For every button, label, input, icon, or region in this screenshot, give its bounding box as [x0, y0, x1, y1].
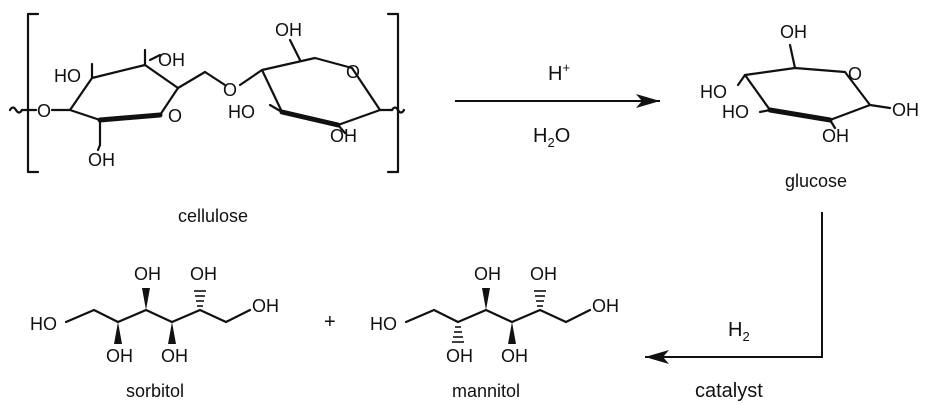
arrow-head	[645, 350, 669, 364]
hydroxyl-oh: OH	[106, 346, 133, 366]
hydroxyl-oh: OH	[446, 346, 473, 366]
hydrogen-reagent: H2	[728, 319, 750, 344]
hydroxyl-oh: OH	[88, 150, 115, 170]
glycosidic-oxygen: O	[223, 80, 237, 100]
hydroxyl-oh: OH	[134, 264, 161, 284]
wedge-bond	[114, 322, 122, 344]
arrow-head	[636, 94, 660, 108]
acid-reagent: H+	[548, 60, 570, 85]
wedge-bond	[482, 288, 490, 310]
hydroxyl-oh: OH	[822, 126, 849, 146]
hydroxyl-oh: OH	[190, 264, 217, 284]
carbon-chain	[404, 308, 592, 324]
wedge-bond	[168, 322, 176, 344]
hydroxyl-ho: HO	[370, 314, 397, 334]
hydrolysis-arrow	[455, 94, 660, 108]
plus-sign: +	[324, 311, 336, 333]
hydrogenation-arrow	[645, 212, 823, 364]
ring-2	[260, 56, 382, 127]
hydroxyl-oh: OH	[474, 264, 501, 284]
right-bracket	[386, 12, 400, 174]
wavy-bond-left	[8, 106, 24, 114]
wavy-bond-right	[390, 106, 406, 114]
bond	[238, 68, 264, 87]
hashed-bond	[194, 290, 206, 307]
wedge-bond	[142, 288, 150, 310]
sorbitol-label: sorbitol	[126, 381, 184, 401]
sorbitol-structure: HO OH OH OH OH OH	[30, 264, 279, 366]
bond	[96, 143, 102, 152]
hydroxyl-ho: HO	[228, 102, 255, 122]
arrow-line	[645, 212, 823, 358]
hydroxyl-oh: OH	[780, 22, 807, 42]
ring-1	[68, 63, 180, 122]
bond	[758, 108, 772, 114]
hydroxyl-oh: OH	[330, 126, 357, 146]
bond	[268, 103, 284, 114]
bold-bond	[97, 112, 163, 123]
hydroxyl-ho: HO	[30, 314, 57, 334]
bond	[788, 43, 797, 70]
left-bracket	[26, 12, 40, 174]
hydroxyl-ho: HO	[54, 66, 81, 86]
hydroxyl-oh: OH	[892, 100, 919, 120]
hydroxyl-oh: OH	[275, 20, 302, 40]
hydroxyl-oh: OH	[252, 296, 279, 316]
water-reagent: H2O	[533, 125, 570, 150]
hydroxyl-ho: HO	[722, 102, 749, 122]
bold-bond	[767, 107, 833, 123]
bond	[868, 103, 892, 110]
wedge-bond	[508, 322, 516, 344]
bond	[148, 53, 162, 62]
cellulose-label: cellulose	[178, 206, 248, 226]
bond	[736, 73, 747, 87]
bond	[288, 38, 302, 62]
bold-bond	[279, 109, 341, 128]
mannitol-structure: HO OH OH OH OH OH	[370, 264, 619, 366]
hydroxyl-oh: OH	[501, 346, 528, 366]
hydroxyl-oh: OH	[530, 264, 557, 284]
hydroxyl-oh: OH	[161, 346, 188, 366]
mannitol-label: mannitol	[452, 381, 520, 401]
hydroxyl-ho: HO	[700, 82, 727, 102]
hydroxyl-oh: OH	[592, 296, 619, 316]
glucose-structure: O OH HO HO OH OH	[700, 22, 919, 146]
bond	[336, 123, 347, 135]
cellulose-structure: O HO OH O OH O O OH HO OH	[8, 12, 406, 174]
bond	[176, 70, 207, 90]
bond	[828, 118, 837, 130]
carbon-chain	[64, 308, 252, 324]
glucose-label: glucose	[785, 171, 847, 191]
hashed-bond	[452, 326, 464, 343]
ring-oxygen: O	[346, 62, 360, 82]
oxygen-left: O	[37, 101, 51, 121]
ring-oxygen: O	[848, 64, 862, 84]
catalyst-label: catalyst	[695, 380, 763, 402]
bond	[203, 70, 227, 87]
hashed-bond	[534, 290, 546, 307]
ring-oxygen: O	[168, 106, 182, 126]
hydroxyl-oh: OH	[158, 50, 185, 70]
